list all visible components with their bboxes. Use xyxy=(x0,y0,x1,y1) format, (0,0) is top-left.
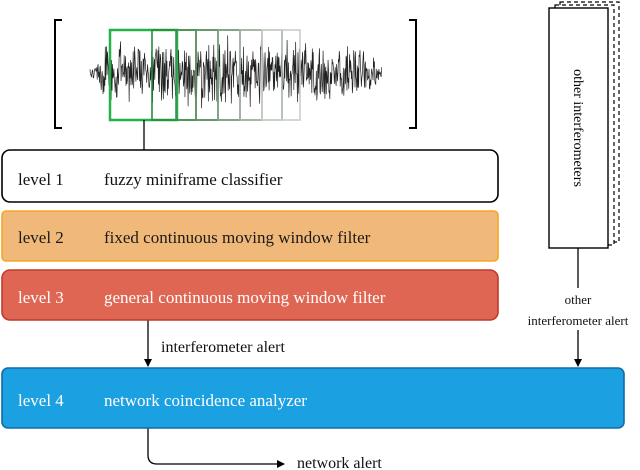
arrow-level4-to-network xyxy=(147,428,285,468)
level-1-label: level 1 xyxy=(18,170,64,189)
signal-waveform xyxy=(89,35,382,109)
level-3-label: level 3 xyxy=(18,288,64,307)
signal-panel xyxy=(54,19,417,129)
level-2-label: level 2 xyxy=(18,228,64,247)
other-alert-line2: interferometer alert xyxy=(528,313,629,328)
level-3-description: general continuous moving window filter xyxy=(104,288,386,307)
level-1-rect xyxy=(1,149,499,203)
level-1-description: fuzzy miniframe classifier xyxy=(104,170,283,189)
level-4-rect xyxy=(1,367,625,429)
other-interferometers-label: other interferometers xyxy=(570,69,585,187)
interferometer-alert-label: interferometer alert xyxy=(161,339,285,356)
level-2-description: fixed continuous moving window filter xyxy=(104,228,371,247)
level-2-box: level 2 fixed continuous moving window f… xyxy=(1,210,499,262)
stack-front xyxy=(548,7,609,249)
level-3-box: level 3 general continuous moving window… xyxy=(1,269,499,321)
level-4-box: level 4 network coincidence analyzer xyxy=(1,367,625,429)
analysis-window-6 xyxy=(239,29,283,121)
level-4-description: network coincidence analyzer xyxy=(104,391,307,410)
analysis-window-7 xyxy=(261,29,301,121)
right-bracket xyxy=(409,19,417,129)
level-2-rect xyxy=(1,210,499,262)
level-4-label: level 4 xyxy=(18,391,64,410)
other-alert-line1: other xyxy=(565,292,592,307)
other-interferometers-stack: other interferometers xyxy=(548,1,620,249)
network-alert-label: network alert xyxy=(297,455,382,470)
left-bracket xyxy=(54,19,62,129)
level-1-box: level 1 fuzzy miniframe classifier xyxy=(1,149,499,203)
level-3-rect xyxy=(1,269,499,321)
